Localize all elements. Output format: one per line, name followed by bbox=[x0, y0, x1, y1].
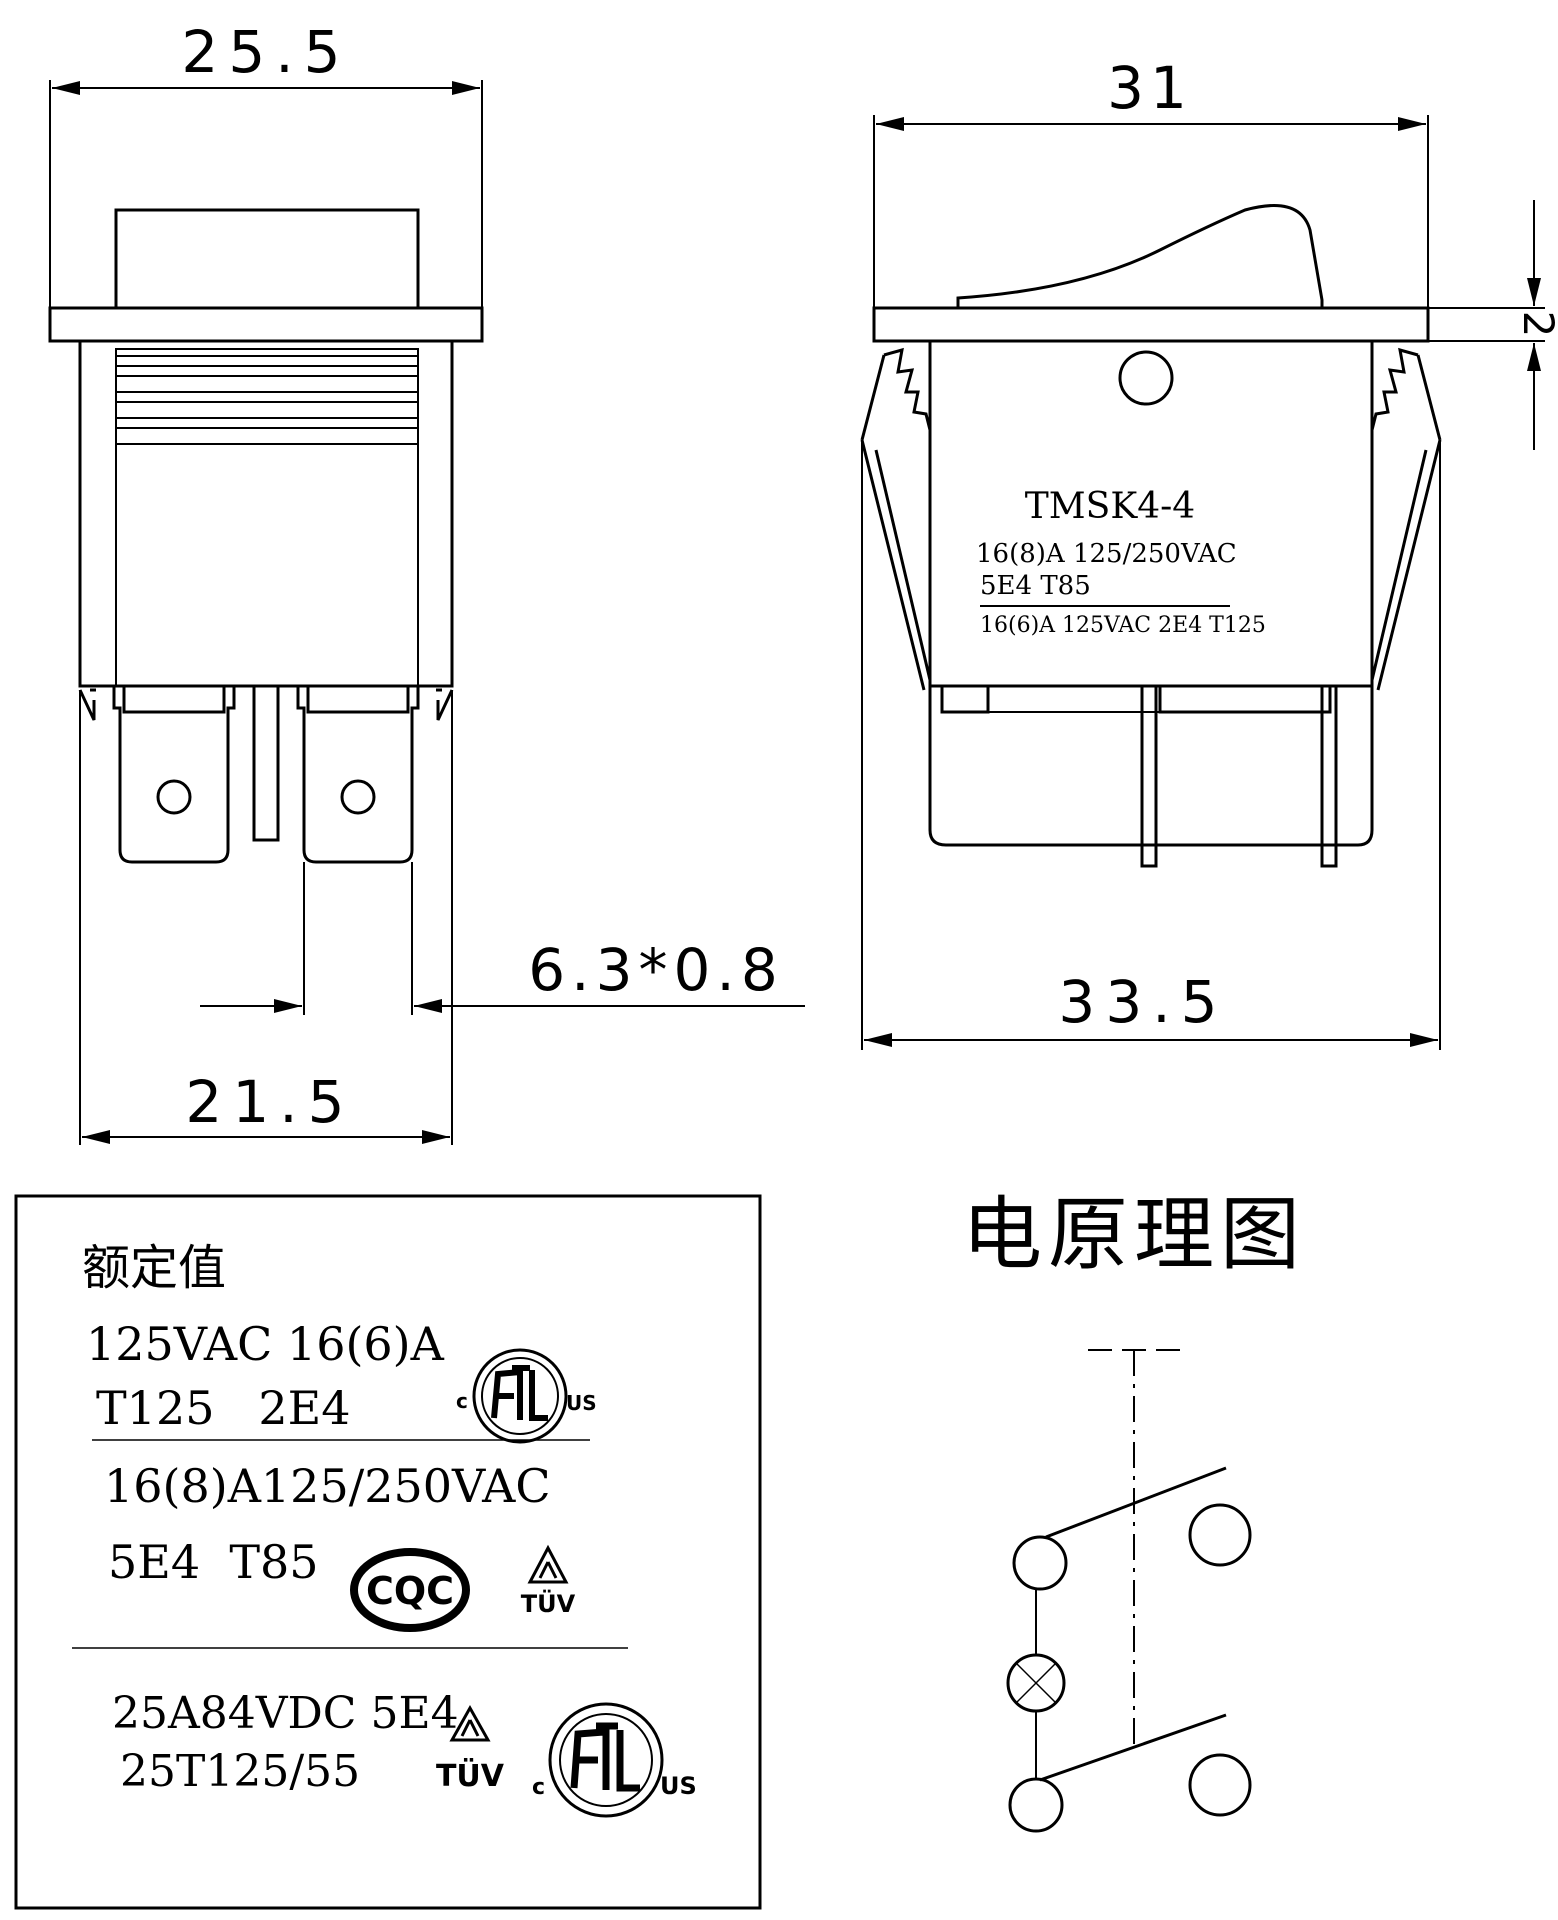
switch-marking-line2: 5E4 T85 bbox=[980, 571, 1091, 601]
etl-upper-us: US bbox=[566, 1391, 597, 1415]
dim-front-span-lines bbox=[79, 690, 453, 1145]
switch-marking-line3: 16(6)A 125VAC 2E4 T125 bbox=[980, 613, 1266, 638]
schematic-diagram bbox=[1006, 1349, 1252, 1833]
dim-terminal-size: 6.3*0.8 bbox=[528, 936, 783, 1004]
cqc-logo-text: CQC bbox=[366, 1569, 454, 1613]
cqc-logo bbox=[350, 1548, 470, 1632]
ratings-row1: 125VAC 16(6)A bbox=[86, 1317, 445, 1371]
ratings-row5: 25A84VDC 5E4 bbox=[112, 1688, 459, 1739]
ratings-row2: T125 2E4 bbox=[96, 1381, 350, 1435]
dim-flange-lines bbox=[1428, 200, 1545, 450]
dim-front-width: 25.5 bbox=[181, 18, 350, 86]
ratings-row3: 16(8)A125/250VAC bbox=[104, 1459, 551, 1513]
etl-logo-upper bbox=[472, 1348, 568, 1444]
side-view bbox=[860, 204, 1442, 868]
tuv-middle-text: TÜV bbox=[521, 1588, 576, 1618]
dim-side-width-lines bbox=[873, 115, 1429, 308]
dim-flange-thickness: 2 bbox=[1514, 311, 1558, 338]
dim-front-span: 21.5 bbox=[185, 1068, 354, 1136]
ratings-row6: 25T125/55 bbox=[120, 1746, 360, 1797]
dim-terminal-lines bbox=[200, 862, 805, 1015]
dim-front-width-lines bbox=[49, 80, 483, 308]
tuv-logo-lower bbox=[449, 1704, 491, 1742]
tuv-lower-text: TÜV bbox=[436, 1757, 505, 1794]
etl-lower-us: US bbox=[660, 1772, 697, 1800]
etl-lower-c: c bbox=[532, 1775, 545, 1800]
etl-logo-lower bbox=[548, 1702, 664, 1818]
ratings-row4: 5E4 T85 bbox=[108, 1535, 319, 1589]
switch-model: TMSK4-4 bbox=[1025, 486, 1195, 527]
dim-side-width: 31 bbox=[1107, 54, 1193, 122]
tuv-logo-middle bbox=[527, 1544, 569, 1584]
ratings-title: 额定值 bbox=[82, 1240, 226, 1296]
dim-side-body-lines bbox=[861, 440, 1441, 1050]
switch-marking-line1: 16(8)A 125/250VAC bbox=[976, 539, 1237, 569]
schematic-title: 电原理图 bbox=[962, 1188, 1306, 1281]
front-view bbox=[48, 208, 484, 864]
dim-side-body: 33.5 bbox=[1058, 968, 1227, 1036]
etl-upper-c: c bbox=[456, 1389, 468, 1413]
